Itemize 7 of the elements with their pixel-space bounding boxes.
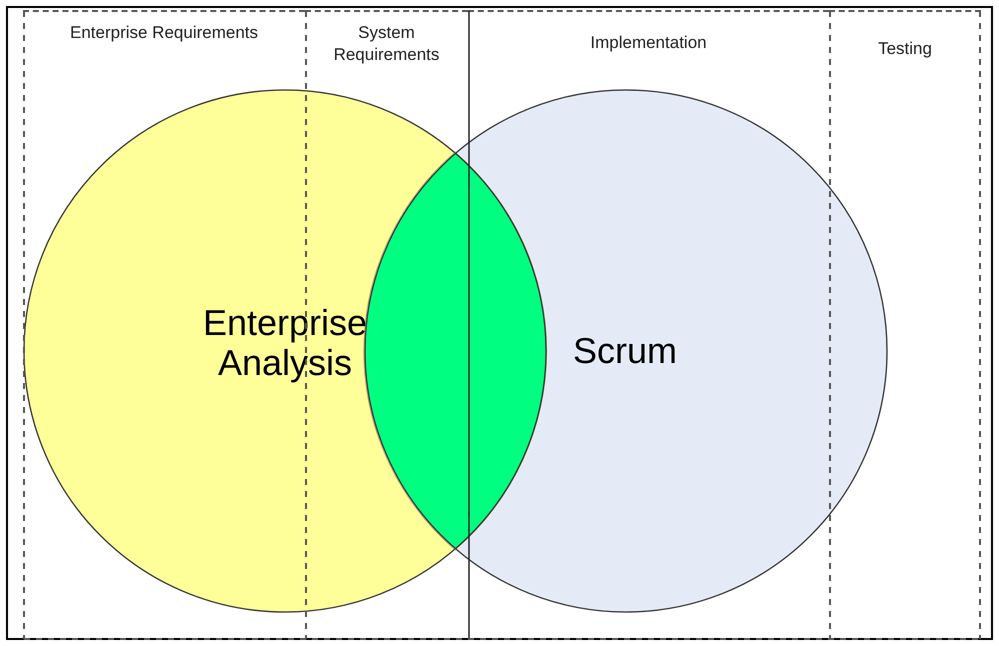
lane-heading: Implementation — [589, 32, 708, 54]
circle-label: Scrum — [572, 331, 678, 371]
circle-label: Enterprise Analysis — [202, 303, 368, 383]
venn-circle — [23, 89, 547, 613]
lane-heading: Enterprise Requirements — [68, 22, 260, 44]
lane-heading: System Requirements — [332, 22, 440, 66]
lane-heading: Testing — [877, 38, 933, 60]
